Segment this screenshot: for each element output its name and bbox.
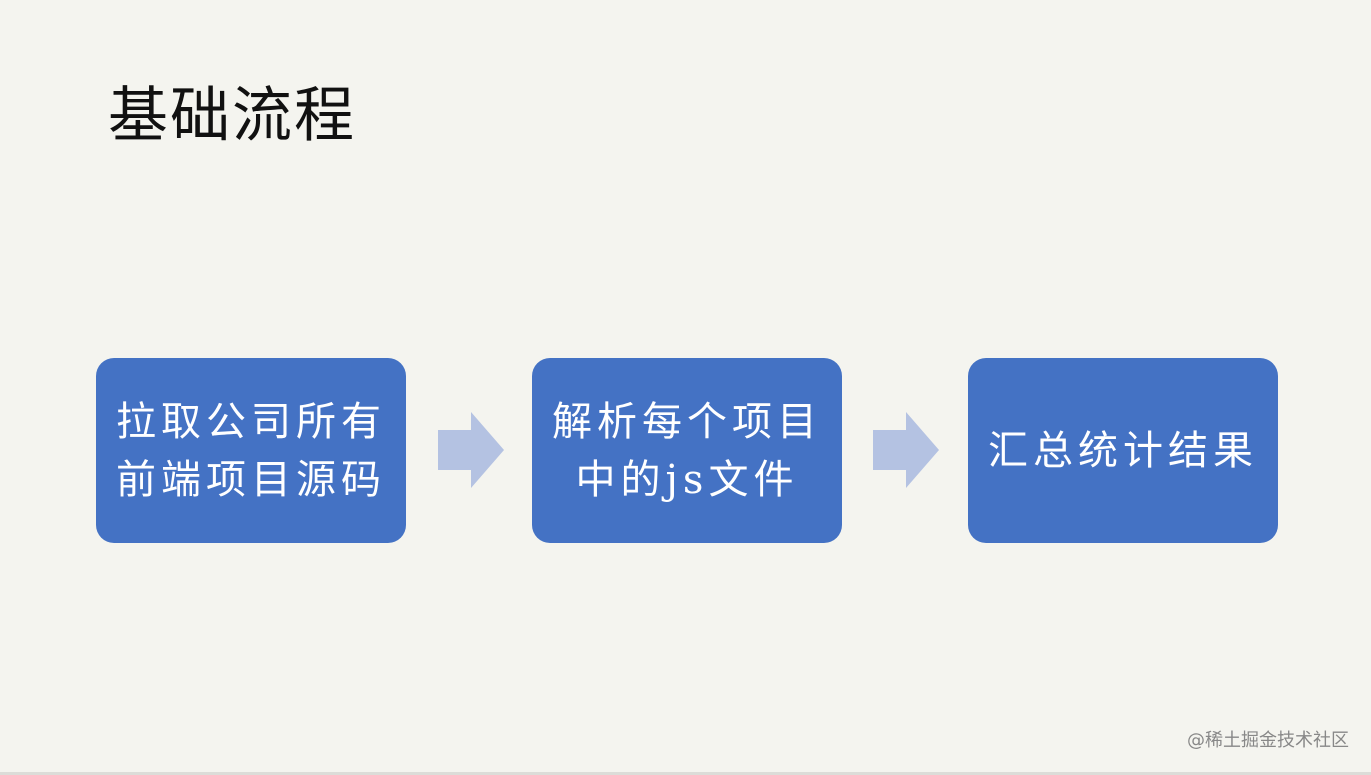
flow-step-text: 拉取公司所有 前端项目源码 xyxy=(116,393,386,509)
flow-step-line: 拉取公司所有 xyxy=(116,398,386,445)
slide-bottom-border xyxy=(0,772,1371,775)
flow-step-summarize: 汇总统计结果 xyxy=(968,358,1278,543)
flow-step-line: 中的js文件 xyxy=(575,456,799,503)
flow-step-line: 解析每个项目 xyxy=(552,398,822,445)
flow-step-line: 前端项目源码 xyxy=(116,456,386,503)
flow-step-text: 解析每个项目 中的js文件 xyxy=(552,393,822,509)
watermark-text: @稀土掘金技术社区 xyxy=(1187,730,1349,751)
flow-step-text: 汇总统计结果 xyxy=(988,422,1258,480)
flow-step-line: 汇总统计结果 xyxy=(988,427,1258,474)
flow-step-parse-js: 解析每个项目 中的js文件 xyxy=(532,358,842,543)
flow-step-pull-source: 拉取公司所有 前端项目源码 xyxy=(96,358,406,543)
slide-title: 基础流程 xyxy=(108,81,356,151)
right-arrow-icon xyxy=(438,412,504,488)
right-arrow-icon xyxy=(873,412,939,488)
